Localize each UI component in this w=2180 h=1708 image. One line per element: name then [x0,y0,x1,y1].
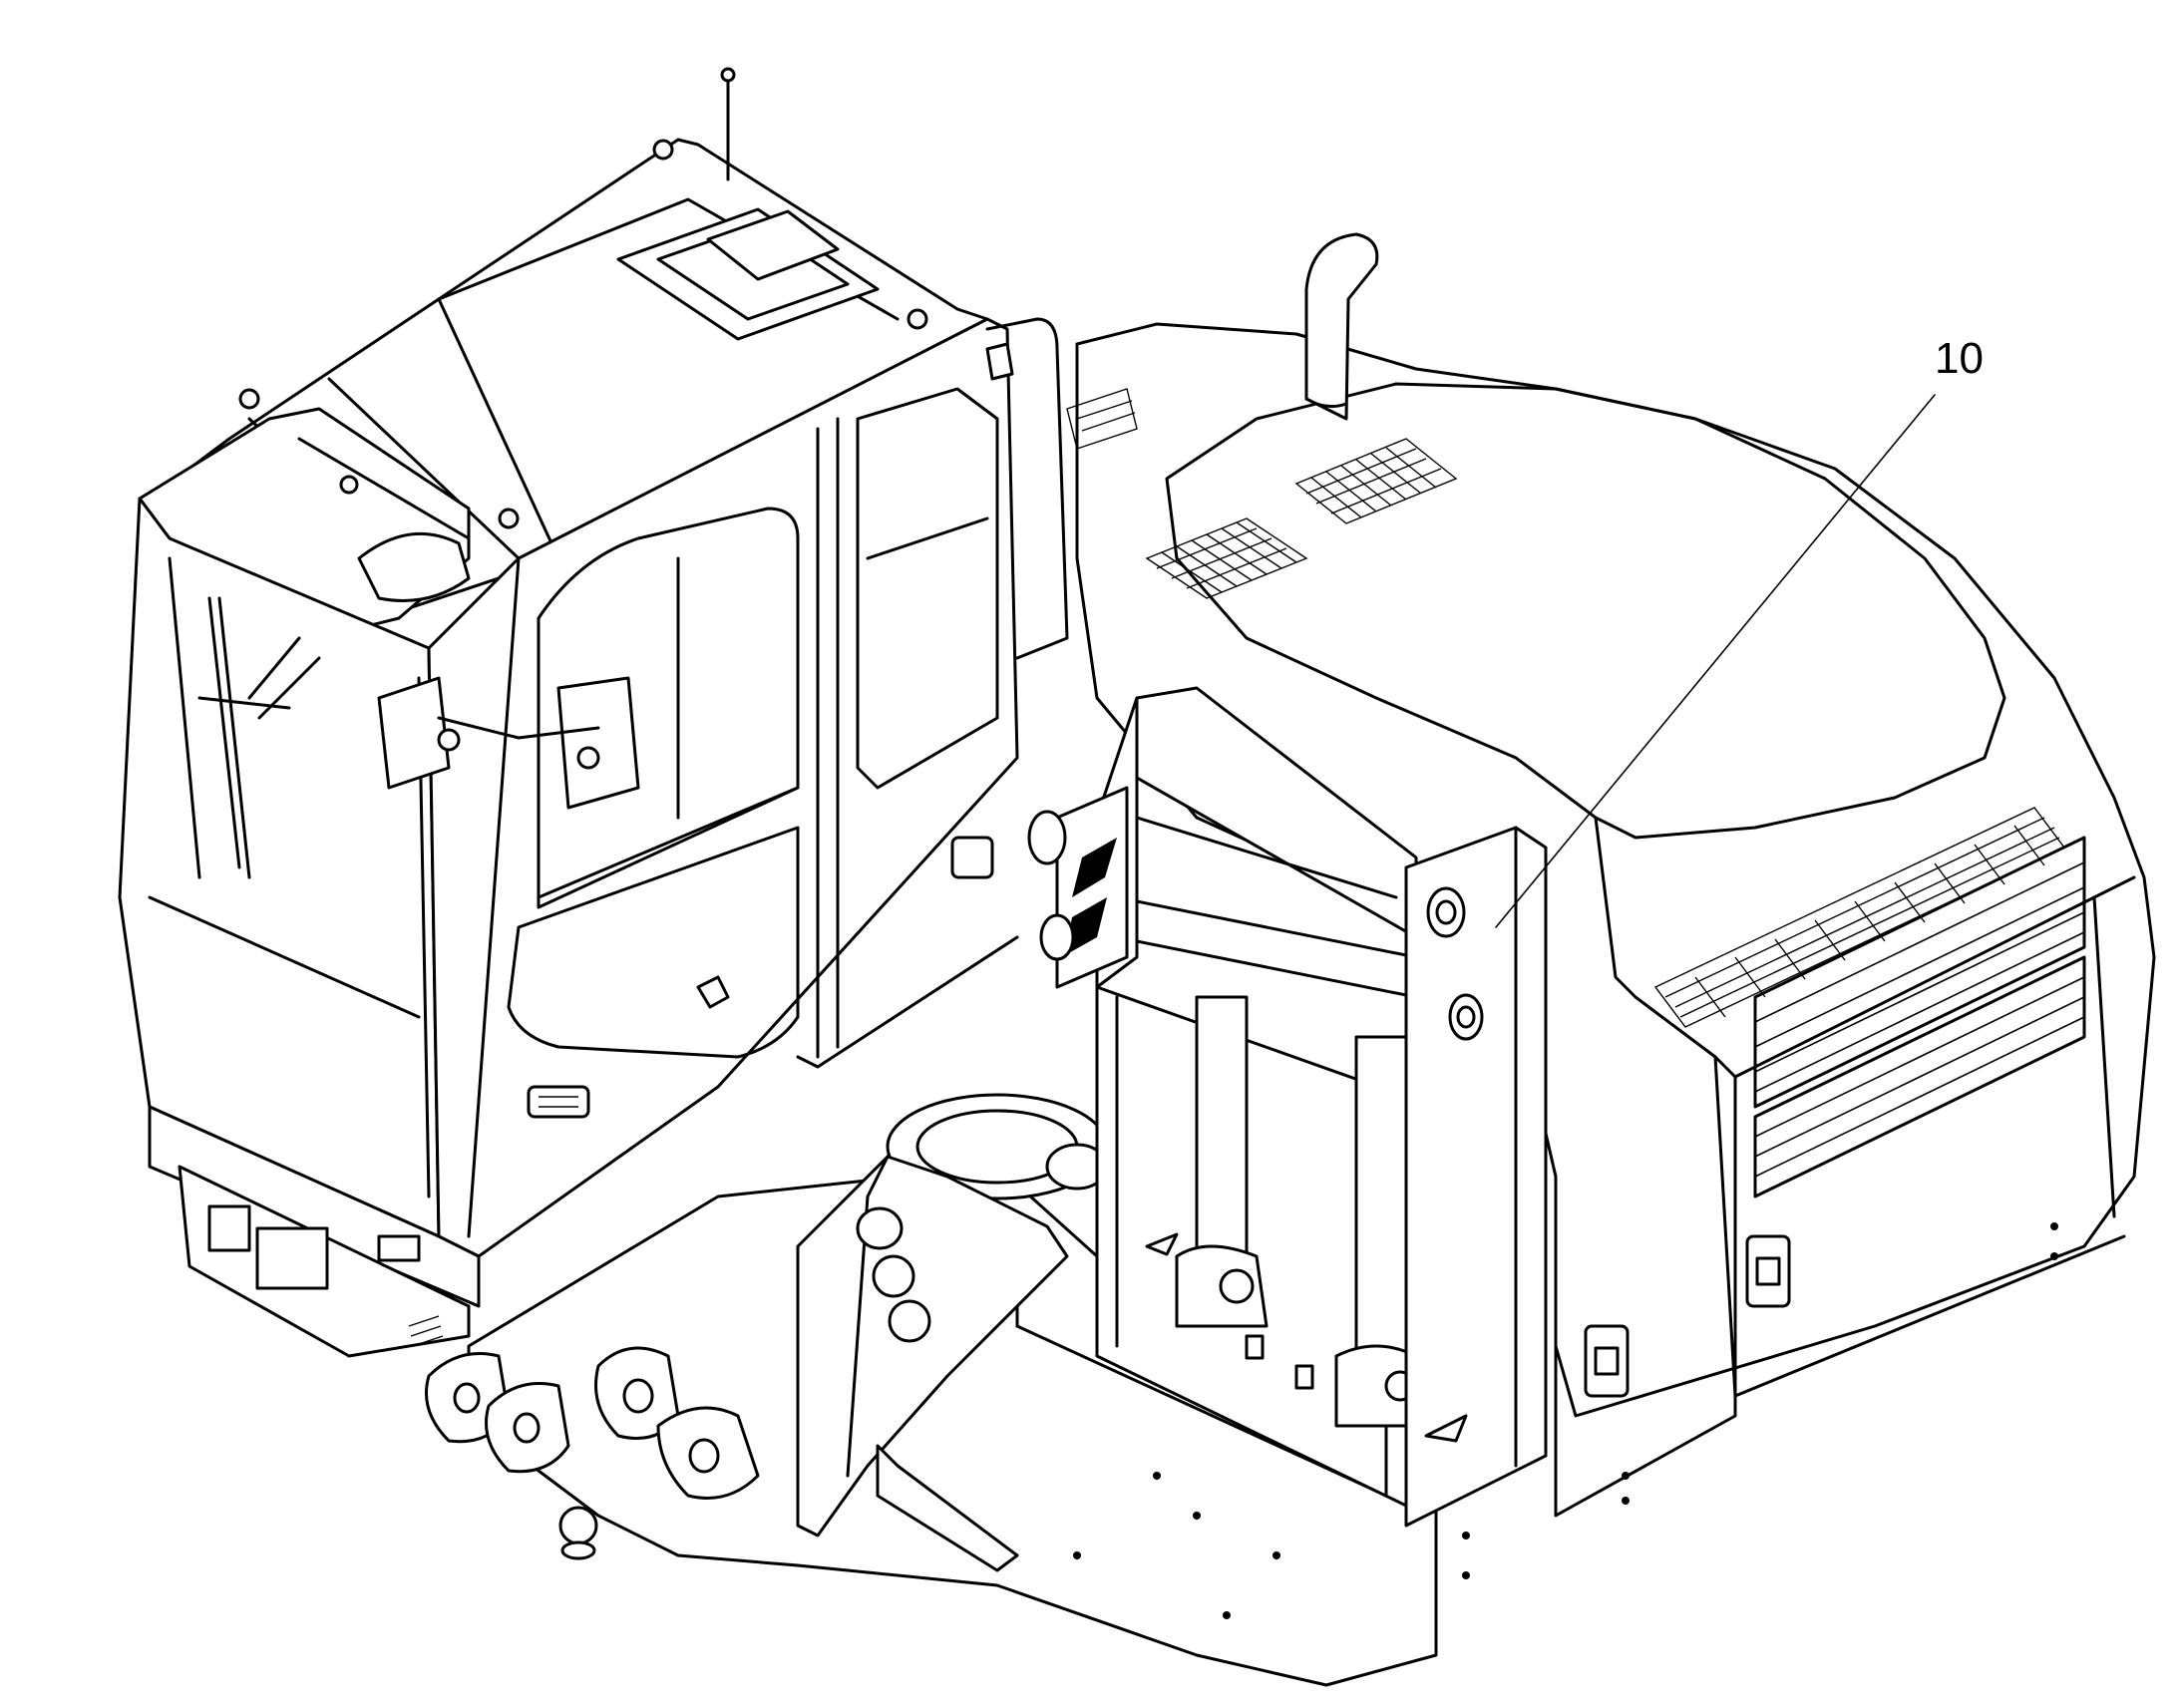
engine-hood [1066,232,2156,1657]
callout-10-leader [1495,394,1936,928]
boom-support-pillar [1027,786,1548,1528]
revolving-frame [467,1093,1438,1687]
callout-10 [1495,394,1936,928]
center-frame [1095,686,1468,1508]
boom-foot-bracket [425,1155,1069,1572]
operator-cab [118,67,1069,1358]
callout-10-label: 10 [1935,334,1984,383]
